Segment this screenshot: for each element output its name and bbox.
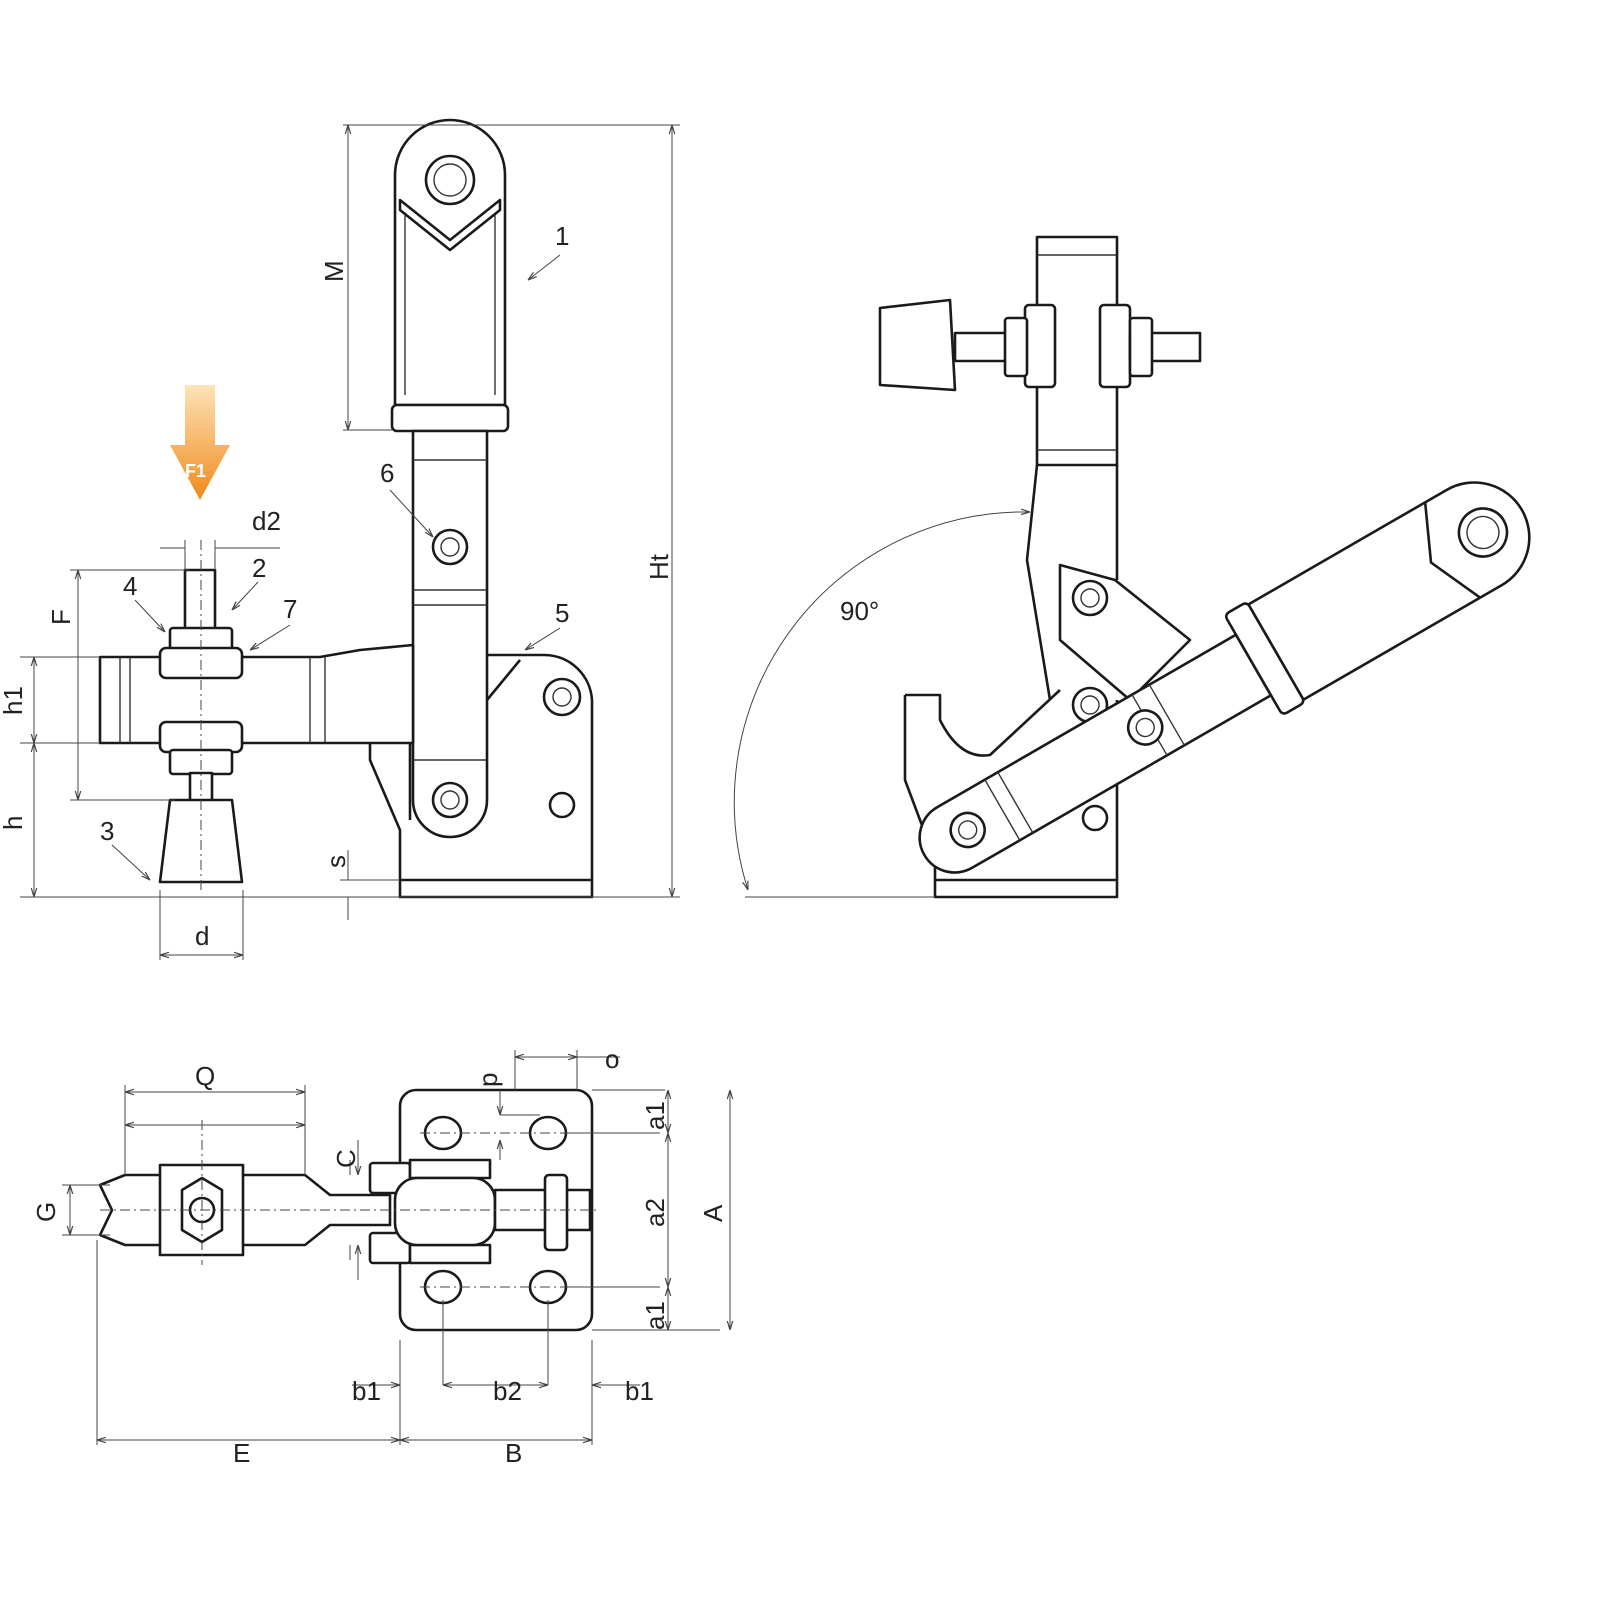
force-label: F1	[185, 461, 206, 481]
label-C: C	[331, 1149, 361, 1168]
label-Ht: Ht	[644, 553, 674, 580]
handle-collar	[390, 403, 510, 433]
label-o: o	[605, 1044, 619, 1074]
side-view-closed: F1	[20, 118, 680, 960]
label-s: s	[321, 855, 351, 868]
base-plate	[933, 878, 1119, 899]
label-b1-right: b1	[625, 1376, 654, 1406]
label-a2: a2	[640, 1198, 670, 1227]
label-b1-left: b1	[352, 1376, 381, 1406]
label-part-7: 7	[283, 594, 297, 624]
dimension-labels: M 1 Ht 6 d2 2 4 7 5 F h1 h 3 s d 90° Q o…	[0, 221, 879, 1468]
label-E: E	[233, 1438, 250, 1468]
top-view	[62, 1050, 730, 1445]
label-d2: d2	[252, 506, 281, 536]
label-angle: 90°	[840, 596, 879, 626]
label-A: A	[698, 1204, 728, 1222]
label-G: G	[31, 1202, 61, 1222]
label-h1: h1	[0, 686, 28, 715]
label-part-5: 5	[555, 598, 569, 628]
label-part-4: 4	[123, 571, 137, 601]
handle-top	[393, 1176, 497, 1247]
label-part-2: 2	[252, 553, 266, 583]
force-arrow-icon: F1	[170, 385, 230, 500]
label-a1-bottom: a1	[640, 1301, 670, 1330]
lever-arm	[411, 429, 489, 839]
handle-open	[918, 481, 1531, 874]
label-b2: b2	[493, 1376, 522, 1406]
label-part-3: 3	[100, 816, 114, 846]
label-B: B	[505, 1438, 522, 1468]
label-part-1: 1	[555, 221, 569, 251]
label-d: d	[195, 921, 209, 951]
clamp-arm	[98, 643, 415, 745]
label-F: F	[46, 609, 76, 625]
side-view-open	[733, 235, 1531, 899]
base-plate	[398, 878, 594, 899]
handle-grip	[393, 118, 507, 407]
logo-icon	[1457, 507, 1509, 558]
label-p: p	[473, 1073, 503, 1087]
label-h: h	[0, 816, 28, 830]
label-M: M	[319, 260, 349, 282]
label-a1-top: a1	[640, 1101, 670, 1130]
label-Q: Q	[195, 1061, 215, 1091]
spindle-tip	[878, 298, 957, 392]
spindle	[183, 568, 217, 632]
logo-icon	[424, 154, 476, 206]
label-part-6: 6	[380, 458, 394, 488]
